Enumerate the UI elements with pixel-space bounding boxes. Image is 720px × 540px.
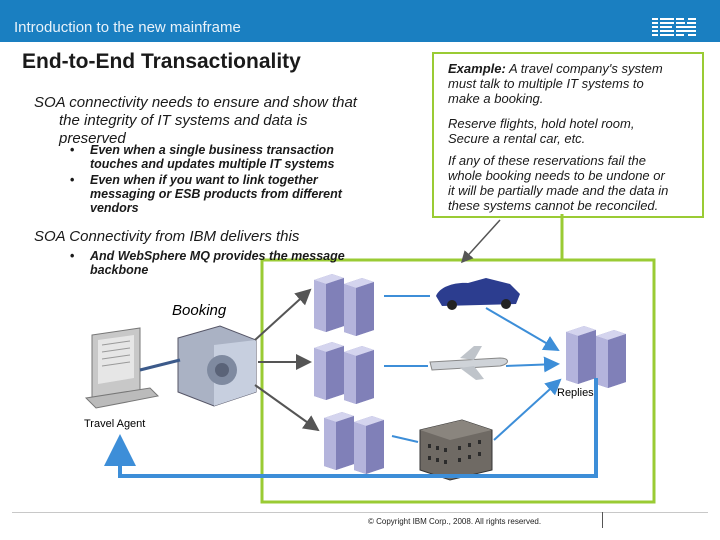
flow-arrows: [104, 288, 598, 478]
booking-label: Booking: [172, 302, 227, 319]
queue-manager-icon: [177, 325, 257, 407]
sub-bullet-line: messaging or ESB products from different: [90, 187, 342, 201]
callout-example-label: Example:: [448, 61, 506, 76]
server-icon: [344, 346, 374, 404]
hotel-icon: [419, 419, 493, 481]
server-icon: [596, 330, 626, 388]
airplane-icon: [429, 346, 508, 380]
callout-line: must talk to multiple IT systems to: [448, 76, 644, 91]
bullet-text-line: SOA connectivity needs to ensure and sho…: [34, 94, 357, 111]
travel-agent-label: Travel Agent: [84, 418, 146, 430]
callout-line: it will be partially made and the data i…: [448, 183, 669, 198]
sub-bullet-line: touches and updates multiple IT systems: [90, 157, 335, 171]
server-icon: [314, 274, 344, 332]
slide-title: End-to-End Transactionality: [22, 50, 301, 73]
callout-line: A travel company's system: [508, 61, 663, 76]
sub-bullet-websphere: • And WebSphere MQ provides the message …: [70, 249, 345, 277]
server-icon: [566, 326, 596, 384]
callout-line: Secure a rental car, etc.: [448, 131, 586, 146]
callout-line: make a booking.: [448, 91, 544, 106]
callout-pointer-arrow: [460, 219, 501, 264]
footer-divider: [12, 512, 708, 513]
footer-separator: [602, 512, 603, 528]
callout-reserve-paragraph: Reserve flights, hold hotel room, Secure…: [448, 116, 692, 146]
callout-line: If any of these reservations fail the: [448, 153, 646, 168]
sub-bullet-line: Even when a single business transaction: [90, 143, 334, 157]
sub-bullet-line: And WebSphere MQ provides the message: [90, 249, 345, 263]
bullet-ibm-delivers: SOA Connectivity from IBM delivers this: [34, 228, 300, 245]
copyright-text: © Copyright IBM Corp., 2008. All rights …: [368, 517, 542, 526]
server-icon: [314, 342, 344, 400]
bullet-dot-icon: •: [70, 173, 75, 187]
replies-label: Replies: [557, 387, 594, 399]
server-icon: [344, 278, 374, 336]
callout-line: whole booking needs to be undone or: [448, 168, 665, 183]
callout-line: these systems cannot be reconciled.: [448, 198, 659, 213]
bullet-dot-icon: •: [70, 143, 75, 157]
system-boundary-frame: [260, 258, 656, 504]
callout-line: Reserve flights, hold hotel room,: [448, 116, 635, 131]
sub-bullet-single-transaction: • Even when a single business transactio…: [70, 143, 335, 171]
bullet-dot-icon: •: [70, 249, 75, 263]
workstation-icon: [84, 327, 160, 409]
car-icon: [436, 278, 520, 310]
sub-bullet-link-vendors: • Even when if you want to link together…: [70, 173, 342, 215]
ibm-logo-icon: [652, 18, 696, 36]
example-callout: Example: A travel company's system must …: [432, 52, 704, 218]
bullet-text-line: the integrity of IT systems and data is: [59, 112, 308, 129]
server-icon: [354, 416, 384, 474]
server-icon: [324, 412, 354, 470]
sub-bullet-line: Even when if you want to link together: [90, 173, 318, 187]
callout-failure-paragraph: If any of these reservations fail the wh…: [448, 153, 692, 213]
sub-bullet-line: vendors: [90, 201, 139, 215]
callout-example-paragraph: Example: A travel company's system must …: [448, 61, 692, 106]
bullet-soa-connectivity: SOA connectivity needs to ensure and sho…: [34, 94, 424, 148]
header-title: Introduction to the new mainframe: [14, 19, 241, 36]
sub-bullet-line: backbone: [90, 263, 149, 277]
bullet-text-line: preserved: [59, 130, 126, 147]
slide-header: Introduction to the new mainframe: [0, 0, 720, 42]
